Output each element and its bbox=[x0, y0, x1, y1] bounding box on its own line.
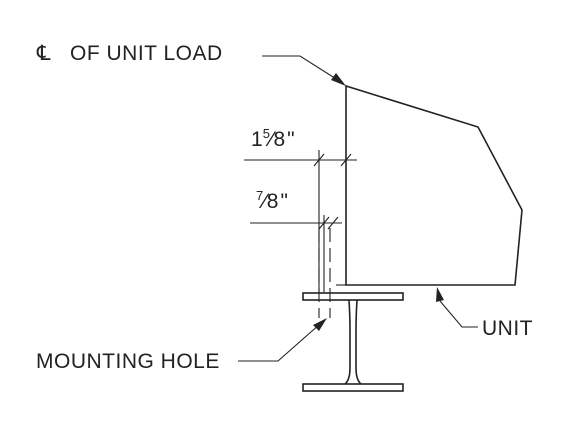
dimension-outer-text: 15⁄8" bbox=[251, 126, 295, 151]
unit-arrowhead bbox=[436, 287, 444, 302]
mounting-hole bbox=[318, 228, 331, 318]
centerline-leader: ℄ OF UNIT LOAD bbox=[36, 42, 346, 86]
unit-outline bbox=[336, 84, 523, 286]
dimension-inner-numerator: 7 bbox=[256, 188, 263, 203]
centerline-label: OF UNIT LOAD bbox=[70, 42, 223, 65]
unit-leader: UNIT bbox=[436, 287, 533, 340]
i-beam-bottom-flange bbox=[302, 383, 404, 392]
i-beam bbox=[302, 292, 404, 392]
unit-body bbox=[345, 84, 523, 286]
centerline-leader-line bbox=[262, 55, 342, 83]
dimension-outer: 15⁄8" bbox=[244, 126, 357, 292]
unit-label: UNIT bbox=[482, 317, 533, 340]
i-beam-web-left bbox=[344, 299, 351, 385]
dimension-inner-denominator: 8 bbox=[267, 190, 279, 213]
dimension-outer-tick-left bbox=[313, 153, 325, 167]
dimension-inner-text: 7⁄8" bbox=[256, 188, 288, 213]
mounting-hole-leader-line bbox=[238, 323, 321, 362]
mounting-hole-leader: MOUNTING HOLE bbox=[36, 318, 327, 373]
i-beam-web-right bbox=[355, 299, 362, 385]
dimension-inner-tick-right bbox=[327, 216, 339, 230]
dimension-inner-unit: " bbox=[280, 190, 287, 213]
dimension-outer-unit: " bbox=[287, 128, 294, 151]
centerline-symbol: ℄ bbox=[36, 42, 51, 65]
mounting-hole-arrowhead bbox=[313, 318, 327, 331]
centerline-arrowhead bbox=[331, 73, 346, 86]
dimension-outer-tick-right bbox=[340, 153, 352, 167]
dimension-outer-denominator: 8 bbox=[273, 128, 285, 151]
dimension-outer-whole: 1 bbox=[251, 128, 263, 151]
mounting-hole-label: MOUNTING HOLE bbox=[36, 350, 220, 373]
dimension-outer-numerator: 5 bbox=[263, 126, 270, 141]
i-beam-top-flange bbox=[302, 292, 404, 301]
unit-leader-line bbox=[439, 300, 478, 328]
dimension-inner: 7⁄8" bbox=[250, 188, 342, 292]
dimension-inner-tick-left bbox=[318, 216, 330, 230]
